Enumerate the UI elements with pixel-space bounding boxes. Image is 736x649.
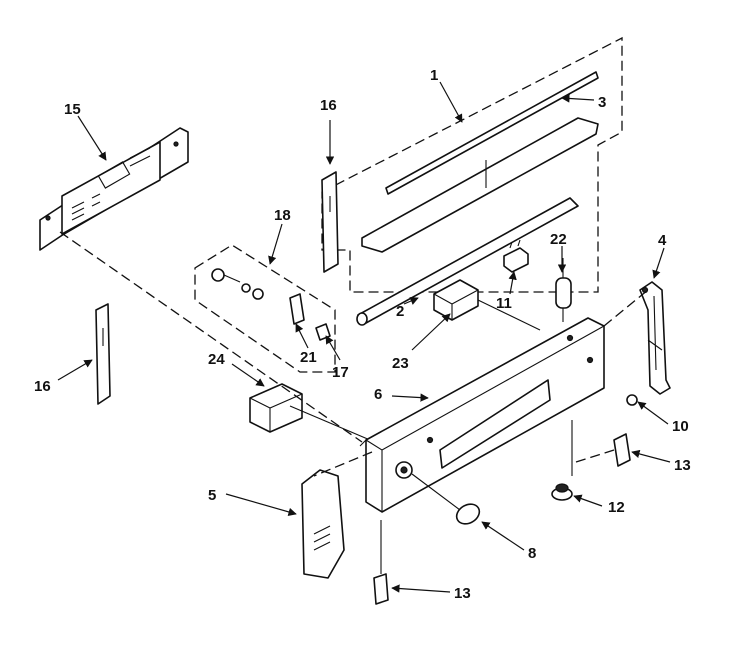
knob-part-8 <box>411 473 481 525</box>
box-part-24 <box>249 383 371 441</box>
control-panel-part-15 <box>39 127 189 251</box>
strip-part-3 <box>385 71 599 195</box>
leader-12 <box>573 494 603 507</box>
leader-8 <box>481 521 525 551</box>
leader-15 <box>77 115 107 161</box>
callout-21: 21 <box>300 349 317 366</box>
foot-part-13-bottom <box>373 520 389 605</box>
callout-16-lower: 16 <box>34 378 51 395</box>
leader-2 <box>403 297 419 305</box>
callout-11: 11 <box>496 295 512 312</box>
leader-24 <box>231 363 265 387</box>
callout-18: 18 <box>274 207 291 224</box>
callout-5: 5 <box>208 487 216 504</box>
bulb-part-17 <box>315 323 331 341</box>
alignment-line <box>59 231 363 443</box>
side-trim-part-16-lower <box>95 303 111 405</box>
callout-24: 24 <box>208 351 225 368</box>
switch-part-11 <box>503 239 529 273</box>
console-body-part-6 <box>359 317 605 513</box>
side-trim-part-16-upper <box>321 171 339 273</box>
callout-23: 23 <box>392 355 409 372</box>
leader-21 <box>295 323 309 349</box>
callout-1: 1 <box>430 67 438 84</box>
callout-15: 15 <box>64 101 81 118</box>
foot-part-13-right <box>613 433 631 467</box>
callout-13-bottom: 13 <box>454 585 471 602</box>
knob-base-part-12 <box>551 420 573 501</box>
leader-13-bottom <box>391 584 451 593</box>
trim-channel-part-1 <box>361 117 599 253</box>
leader-23 <box>411 313 451 351</box>
alignment-line <box>575 449 615 463</box>
leader-6 <box>391 393 429 402</box>
bracket-part-21 <box>289 293 305 325</box>
capsule-part-22 <box>555 258 572 322</box>
callout-4: 4 <box>658 232 667 249</box>
leader-17 <box>325 335 341 361</box>
end-cap-part-5 <box>301 469 345 579</box>
callout-10: 10 <box>672 418 689 435</box>
leader-10 <box>637 401 669 425</box>
callout-17: 17 <box>332 364 349 381</box>
grommet-part-10 <box>626 394 638 406</box>
tube-part-2 <box>356 197 579 326</box>
alignment-line <box>603 289 649 327</box>
callout-13-right: 13 <box>674 457 691 474</box>
leader-13-right <box>631 449 671 463</box>
callout-16-upper: 16 <box>320 97 337 114</box>
callout-8: 8 <box>528 545 536 562</box>
leader-1 <box>439 81 463 123</box>
alignment-line <box>313 451 373 477</box>
leader-4 <box>652 247 665 279</box>
callout-22: 22 <box>550 231 567 248</box>
callout-2: 2 <box>396 303 404 320</box>
leader-5 <box>225 493 297 516</box>
callout-12: 12 <box>608 499 625 516</box>
leader-11 <box>508 271 517 295</box>
callout-6: 6 <box>374 386 382 403</box>
callout-3: 3 <box>598 94 606 111</box>
lamp-socket-part-18 <box>211 268 264 300</box>
leader-3 <box>561 94 595 103</box>
group-1-dashed-outline <box>321 36 623 293</box>
box-part-23 <box>433 279 541 331</box>
group-18-dashed-outline <box>194 244 336 373</box>
leader-18 <box>268 223 283 265</box>
bracket-part-4 <box>639 281 671 395</box>
leader-16-lower <box>57 359 93 381</box>
